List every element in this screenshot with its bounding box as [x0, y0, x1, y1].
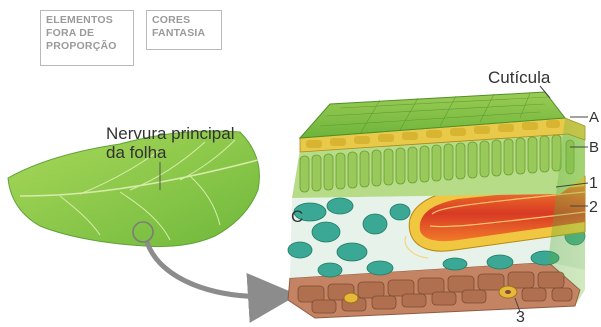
- label-C: C: [291, 207, 303, 226]
- tissue-block: [288, 92, 585, 318]
- label-B: B: [589, 138, 599, 157]
- label-1: 1: [589, 174, 598, 193]
- label-main-vein-line2: da folha: [106, 143, 167, 162]
- label-main-vein-line1: Nervura principal: [106, 124, 235, 143]
- label-3: 3: [516, 308, 525, 327]
- label-A: A: [589, 108, 599, 127]
- label-cuticle: Cutícula: [488, 68, 550, 87]
- zoom-arrow: [147, 242, 278, 297]
- label-2: 2: [589, 198, 598, 217]
